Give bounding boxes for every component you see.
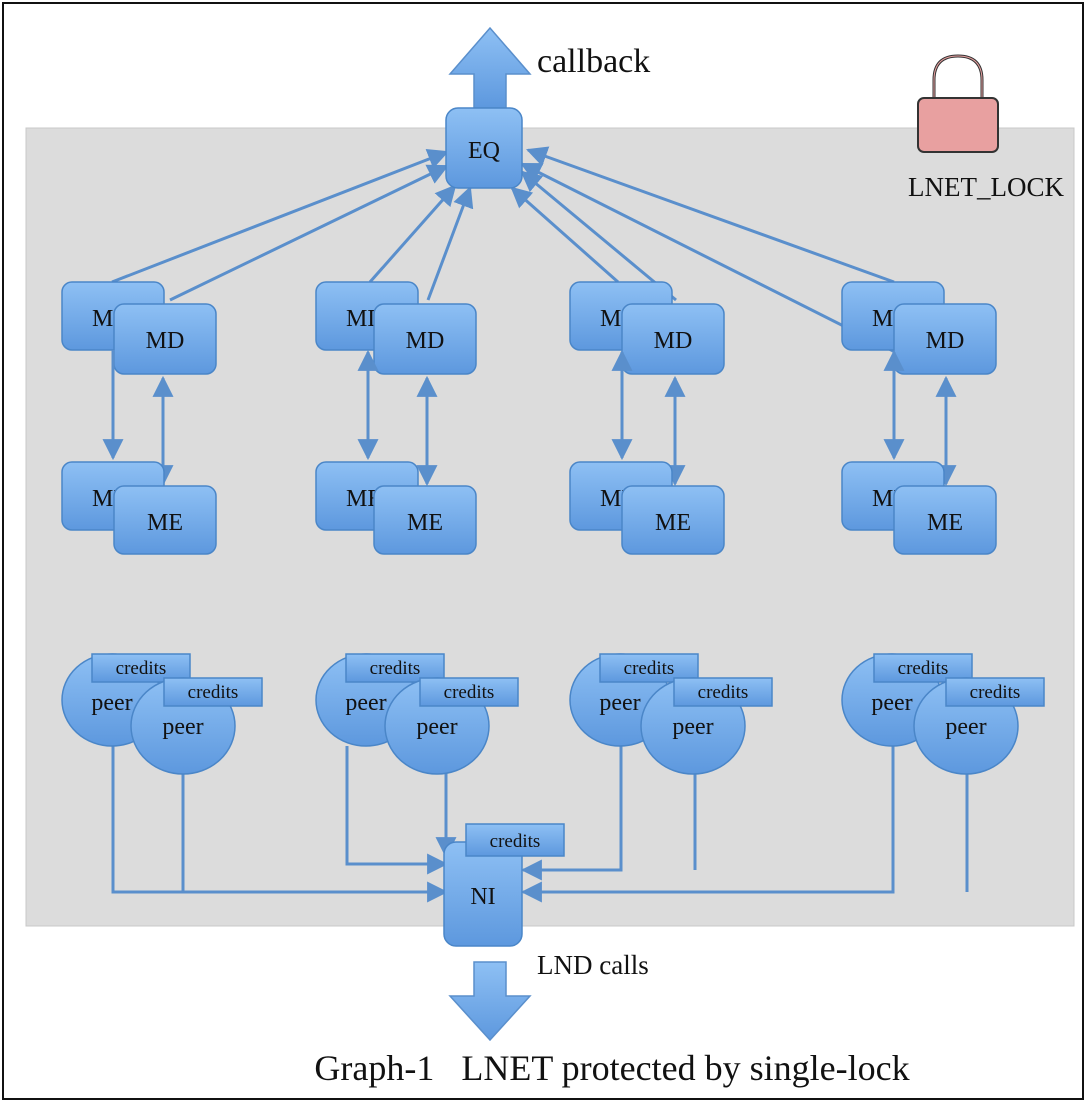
credits-label: credits [698, 682, 749, 703]
peer-group-4: peer credits peer credits [841, 653, 1045, 775]
ni-credits-box [465, 823, 565, 857]
peer-group-1: peer credits peer credits [61, 653, 263, 775]
caption: Graph-1 LNET protected by single-lock [314, 1048, 909, 1088]
md-to-eq-arrows [111, 146, 896, 354]
peer-back-label: peer [91, 690, 132, 716]
me-label: ME [407, 510, 443, 536]
lock-icon [917, 54, 999, 153]
callback-label: callback [537, 43, 650, 80]
md-me-column-1: MD MD ME ME [61, 281, 217, 555]
credits-label: credits [970, 682, 1021, 703]
peer-back-label: peer [599, 690, 640, 716]
me-label: ME [655, 510, 691, 536]
peer-label: peer [945, 714, 986, 740]
md-label: MD [406, 328, 445, 354]
md-label: MD [146, 328, 185, 354]
peer-back-label: peer [871, 690, 912, 716]
me-label: ME [927, 510, 963, 536]
md-label: MD [926, 328, 965, 354]
md-me-column-3: MD MD ME ME [569, 281, 725, 555]
credits-label: credits [188, 682, 239, 703]
credits-back-label: credits [116, 658, 167, 679]
eq-box [445, 107, 523, 189]
ni-credits-label: credits [490, 831, 541, 852]
ni-label: NI [470, 884, 495, 910]
credits-back-label: credits [624, 658, 675, 679]
peer-label: peer [162, 714, 203, 740]
peer-label: peer [416, 714, 457, 740]
lnd-calls-arrow [448, 961, 532, 1042]
md-box [113, 303, 217, 375]
peer-group-3: peer credits peer credits [569, 653, 773, 775]
md-label: MD [654, 328, 693, 354]
lnd-calls-label: LND calls [537, 950, 649, 980]
credits-back-label: credits [898, 658, 949, 679]
peer-back-label: peer [345, 690, 386, 716]
callback-arrow [448, 26, 532, 109]
credits-label: credits [444, 682, 495, 703]
md-me-column-4: MD MD ME ME [841, 281, 997, 555]
peer-to-ni-arrows [111, 744, 969, 903]
me-label: ME [147, 510, 183, 536]
peer-group-2: peer credits peer credits [315, 653, 519, 775]
md-me-column-2: MD MD ME ME [315, 281, 477, 555]
me-box [113, 485, 217, 555]
credits [163, 677, 263, 707]
peer-label: peer [672, 714, 713, 740]
eq-label: EQ [468, 138, 500, 164]
credits-back-label: credits [370, 658, 421, 679]
lock-label: LNET_LOCK [908, 172, 1064, 202]
